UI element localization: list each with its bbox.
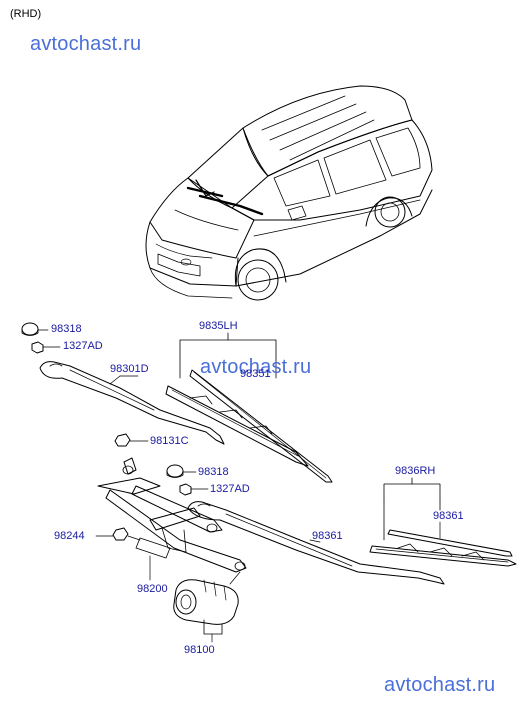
- part-label-98131C: 98131C: [150, 435, 189, 447]
- part-label-98200: 98200: [137, 583, 168, 595]
- part-label-9836RH: 9836RH: [395, 465, 436, 477]
- part-label-98244: 98244: [54, 530, 85, 542]
- watermark-bottom: avtochast.ru: [384, 674, 496, 696]
- vehicle-illustration: [145, 85, 433, 301]
- part-label-98361: 98361: [312, 530, 343, 542]
- part-label-1327AD-top: 1327AD: [63, 340, 103, 352]
- part-label-9835LH: 9835LH: [199, 320, 238, 332]
- watermark-top: avtochast.ru: [30, 33, 142, 55]
- variant-mark: (RHD): [10, 8, 42, 20]
- part-label-98301D: 98301D: [110, 363, 149, 375]
- part-label-98361-right: 98361: [433, 510, 464, 522]
- part-label-1327AD-mid: 1327AD: [210, 483, 250, 495]
- part-label-98351: 98351: [240, 368, 271, 380]
- part-label-98318-mid: 98318: [198, 466, 229, 478]
- part-label-98100: 98100: [184, 644, 215, 656]
- cap-98318-top-shape: [21, 322, 39, 336]
- watermark-middle: avtochast.ru: [200, 356, 312, 378]
- part-label-98318-top: 98318: [51, 323, 82, 335]
